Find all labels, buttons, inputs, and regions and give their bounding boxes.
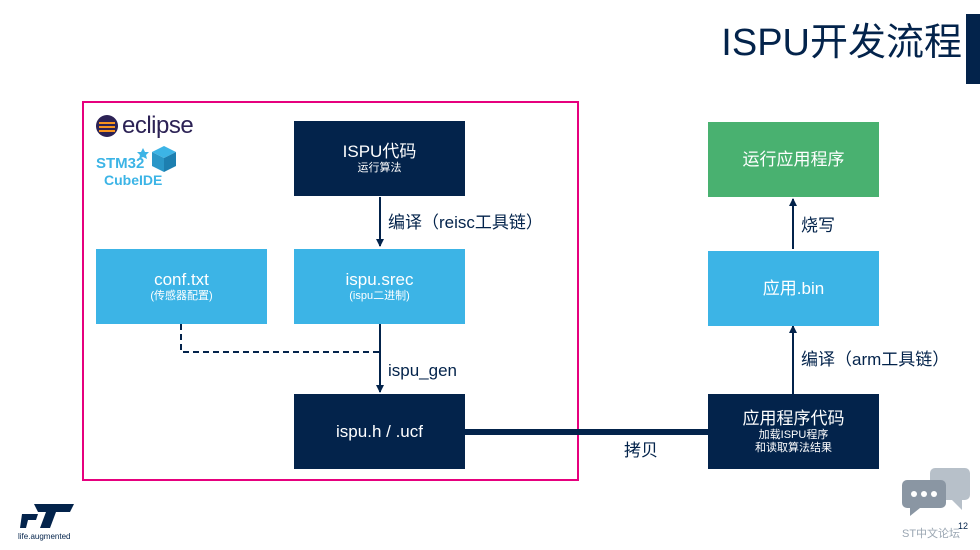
slide-title: ISPU开发流程 xyxy=(721,22,962,64)
ispu-srec-box: ispu.srec (ispu二进制) xyxy=(294,249,465,324)
conf-txt-subtitle: (传感器配置) xyxy=(150,290,213,302)
forum-label: ST中文论坛 xyxy=(902,528,961,540)
eclipse-logo: eclipse xyxy=(96,112,194,139)
eclipse-logo-text: eclipse xyxy=(122,112,194,139)
stm32cubeide-logo: STM32 CubeIDE xyxy=(96,142,196,190)
app-code-title: 应用程序代码 xyxy=(742,408,845,428)
stm-logo-line2: CubeIDE xyxy=(104,172,163,188)
st-logo-icon xyxy=(20,504,74,528)
label-copy: 拷贝 xyxy=(624,441,658,460)
run-app-box: 运行应用程序 xyxy=(708,122,879,197)
ispu-code-subtitle: 运行算法 xyxy=(357,162,402,174)
ispu-h-box: ispu.h / .ucf xyxy=(294,394,465,469)
ide-frame xyxy=(82,101,579,481)
label-compile-reisc: 编译（reisc工具链） xyxy=(388,213,543,232)
conf-txt-title: conf.txt xyxy=(154,270,209,289)
st-tagline: life.augmented xyxy=(18,532,71,541)
conf-txt-box: conf.txt (传感器配置) xyxy=(96,249,267,324)
ispu-srec-title: ispu.srec xyxy=(345,270,414,289)
stm-logo-line1: STM32 xyxy=(96,155,145,172)
app-code-subtitle-1: 加载ISPU程序 xyxy=(758,428,829,441)
app-bin-title: 应用.bin xyxy=(762,278,825,298)
ispu-code-box: ISPU代码 运行算法 xyxy=(294,121,465,196)
cube-icon xyxy=(137,146,176,172)
label-compile-arm: 编译（arm工具链） xyxy=(801,350,950,369)
label-burn: 烧写 xyxy=(801,216,835,235)
page-number: 12 xyxy=(958,521,969,531)
app-code-box: 应用程序代码 加载ISPU程序 和读取算法结果 xyxy=(708,394,879,469)
ispu-h-title: ispu.h / .ucf xyxy=(336,421,423,441)
dashed-conf-link xyxy=(180,324,380,353)
title-accent-bar xyxy=(966,14,980,84)
chat-bubble-icon xyxy=(902,468,970,516)
st-logo: life.augmented xyxy=(18,502,78,544)
ispu-srec-subtitle: (ispu二进制) xyxy=(349,290,410,302)
ispu-code-title: ISPU代码 xyxy=(342,142,417,161)
run-app-title: 运行应用程序 xyxy=(742,149,845,169)
label-ispu-gen: ispu_gen xyxy=(388,361,458,380)
app-bin-box: 应用.bin xyxy=(708,251,879,326)
eclipse-icon xyxy=(96,115,118,137)
app-code-subtitle-2: 和读取算法结果 xyxy=(755,441,832,454)
